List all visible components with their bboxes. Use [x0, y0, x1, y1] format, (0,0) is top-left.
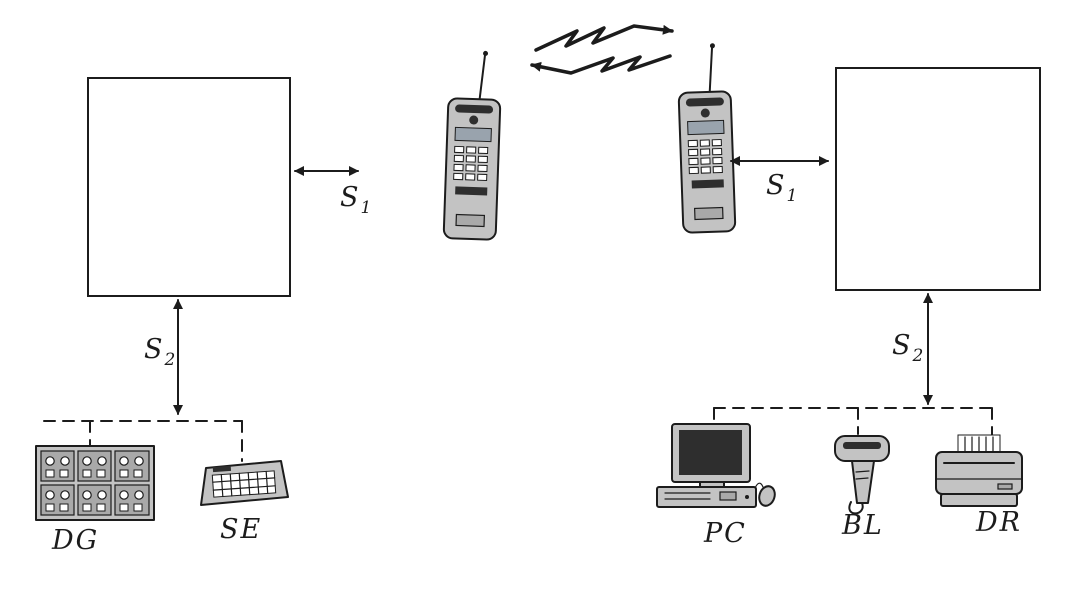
- left-station-box: [87, 77, 291, 297]
- label-dg: DG: [51, 525, 99, 556]
- s2-left-label: S2: [144, 334, 177, 370]
- barcode-scanner-icon: [834, 435, 890, 515]
- bus-dashed-left: [43, 420, 243, 462]
- label-pc: PC: [703, 518, 747, 549]
- control-panel-icon: [35, 445, 155, 521]
- label-dr: DR: [975, 507, 1022, 538]
- mouse-icon: [754, 482, 776, 507]
- keyboard-icon: [200, 460, 289, 506]
- label-bl: BL: [841, 510, 884, 541]
- desktop-pc-icon: [656, 423, 776, 508]
- radio-link: [530, 24, 674, 75]
- s1-right-label: S1: [766, 170, 799, 206]
- printer-icon: [935, 434, 1023, 507]
- label-se: SE: [220, 514, 262, 545]
- mobile-phone-right-icon: [675, 41, 737, 234]
- s1-left-label: S1: [340, 182, 373, 218]
- bus-dashed-right: [713, 407, 993, 438]
- s2-right-label: S2: [892, 330, 925, 366]
- mobile-phone-left-icon: [442, 48, 504, 241]
- printer-paper: [957, 434, 1001, 456]
- radio-arrow-right: [534, 24, 674, 52]
- right-station-box: [835, 67, 1041, 291]
- radio-arrow-left: [530, 54, 672, 75]
